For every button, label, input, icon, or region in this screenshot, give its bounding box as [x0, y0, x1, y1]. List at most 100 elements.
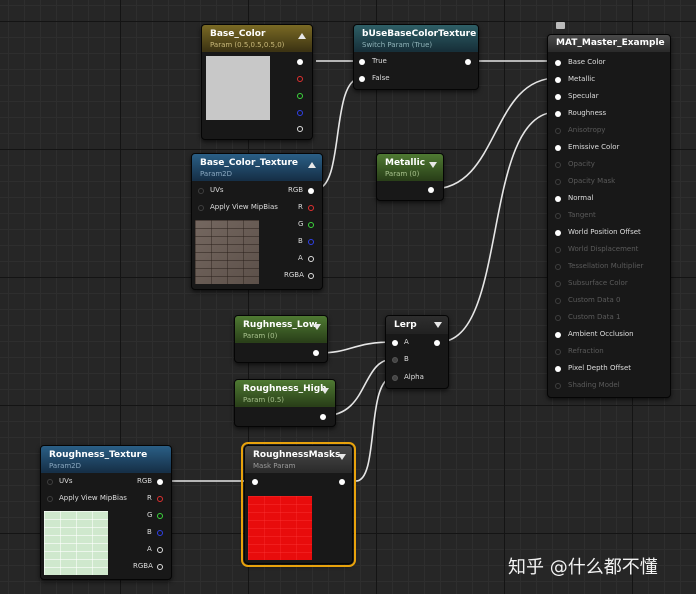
output-pin-rgb[interactable]: [308, 188, 314, 194]
material-input-pin[interactable]: [555, 230, 561, 236]
material-input-label: Normal: [568, 194, 594, 202]
input-pin-alpha[interactable]: [392, 375, 398, 381]
material-input-label: Base Color: [568, 58, 606, 66]
input-pin-mipbias[interactable]: [198, 205, 204, 211]
material-input-label: Tangent: [568, 211, 596, 219]
input-pin[interactable]: [252, 479, 258, 485]
output-pin-g[interactable]: [157, 513, 163, 519]
output-pin[interactable]: [320, 414, 326, 420]
material-input-label: Metallic: [568, 75, 596, 83]
node-header[interactable]: Roughness_Texture Param2D: [41, 446, 171, 473]
node-header[interactable]: Base_Color Param (0.5,0.5,0.5,0): [202, 25, 312, 52]
material-input-pin[interactable]: [555, 366, 561, 372]
node-header[interactable]: Base_Color_Texture Param2D: [192, 154, 322, 181]
material-input-label: Opacity Mask: [568, 177, 616, 185]
output-pin-b[interactable]: [157, 530, 163, 536]
node-header[interactable]: Rughness_Low Param (0): [235, 316, 327, 343]
node-roughness-low[interactable]: Rughness_Low Param (0): [234, 315, 328, 363]
material-input-pin[interactable]: [555, 349, 561, 355]
output-pin-g[interactable]: [308, 222, 314, 228]
output-pin-g[interactable]: [297, 93, 303, 99]
input-pin-uvs[interactable]: [198, 188, 204, 194]
output-pin-b[interactable]: [297, 110, 303, 116]
material-input-pin[interactable]: [555, 383, 561, 389]
output-pin[interactable]: [313, 350, 319, 356]
output-pin-rgb[interactable]: [297, 59, 303, 65]
pin-label-mipbias: Apply View MipBias: [59, 494, 127, 502]
expand-arrow-icon[interactable]: [313, 324, 321, 330]
expand-arrow-icon[interactable]: [338, 454, 346, 460]
material-input-label: World Displacement: [568, 245, 639, 253]
pin-label-alpha: Alpha: [404, 373, 424, 381]
material-input-pin[interactable]: [555, 332, 561, 338]
node-header[interactable]: Lerp: [386, 316, 448, 334]
node-base-color-texture[interactable]: Base_Color_Texture Param2D UVs Apply Vie…: [191, 153, 323, 290]
output-pin-r[interactable]: [157, 496, 163, 502]
output-pin[interactable]: [434, 340, 440, 346]
node-header[interactable]: Metallic Param (0): [377, 154, 443, 181]
material-input-label: Pixel Depth Offset: [568, 364, 631, 372]
output-pin-b[interactable]: [308, 239, 314, 245]
pin-label-rgba: RGBA: [284, 271, 304, 279]
material-input-label: Roughness: [568, 109, 607, 117]
material-input-pin[interactable]: [555, 247, 561, 253]
expand-arrow-icon[interactable]: [434, 322, 442, 328]
material-input-pin[interactable]: [555, 94, 561, 100]
collapse-arrow-icon[interactable]: [298, 33, 306, 39]
input-pin-false[interactable]: [359, 76, 365, 82]
pin-label-g: G: [298, 220, 304, 228]
material-input-pin[interactable]: [555, 128, 561, 134]
output-pin-r[interactable]: [308, 205, 314, 211]
node-title: RoughnessMasks: [253, 450, 341, 460]
material-input-pin[interactable]: [555, 281, 561, 287]
input-pin-uvs[interactable]: [47, 479, 53, 485]
node-switch-param[interactable]: bUseBaseColorTexture Switch Param (True)…: [353, 24, 479, 90]
node-header[interactable]: Roughness_High Param (0.5): [235, 380, 335, 407]
output-pin-a[interactable]: [157, 547, 163, 553]
input-pin-mipbias[interactable]: [47, 496, 53, 502]
output-pin-r[interactable]: [297, 76, 303, 82]
output-pin-a[interactable]: [308, 256, 314, 262]
material-input-pin[interactable]: [555, 145, 561, 151]
output-pin-rgb[interactable]: [157, 479, 163, 485]
material-input-pin[interactable]: [555, 60, 561, 66]
mask-preview-red: [248, 496, 312, 560]
input-pin-true[interactable]: [359, 59, 365, 65]
material-input-pin[interactable]: [555, 179, 561, 185]
material-input-pin[interactable]: [555, 111, 561, 117]
material-input-pin[interactable]: [555, 315, 561, 321]
material-input-pin[interactable]: [555, 264, 561, 270]
material-input-label: Shading Model: [568, 381, 620, 389]
pin-label-b: B: [298, 237, 303, 245]
material-input-pin[interactable]: [555, 77, 561, 83]
output-pin-a[interactable]: [297, 126, 303, 132]
output-pin[interactable]: [339, 479, 345, 485]
collapse-arrow-icon[interactable]: [308, 162, 316, 168]
node-lerp[interactable]: Lerp A B Alpha: [385, 315, 449, 389]
output-pin-rgba[interactable]: [308, 273, 314, 279]
expand-arrow-icon[interactable]: [321, 388, 329, 394]
input-pin-b[interactable]: [392, 357, 398, 363]
input-pin-a[interactable]: [392, 340, 398, 346]
node-roughness-masks[interactable]: RoughnessMasks Mask Param: [241, 442, 356, 567]
material-input-pin[interactable]: [555, 196, 561, 202]
material-input-pin[interactable]: [555, 162, 561, 168]
wire-lerp-to-roughness: [438, 111, 558, 343]
node-subtitle: Param (0): [243, 332, 278, 340]
node-header[interactable]: bUseBaseColorTexture Switch Param (True): [354, 25, 478, 52]
node-header[interactable]: MAT_Master_Example: [548, 35, 670, 52]
pin-label-uvs: UVs: [59, 477, 73, 485]
expand-arrow-icon[interactable]: [429, 162, 437, 168]
output-pin-rgba[interactable]: [157, 564, 163, 570]
node-roughness-texture[interactable]: Roughness_Texture Param2D UVs Apply View…: [40, 445, 172, 580]
output-pin[interactable]: [465, 59, 471, 65]
output-pin[interactable]: [428, 187, 434, 193]
node-base-color[interactable]: Base_Color Param (0.5,0.5,0.5,0): [201, 24, 313, 140]
node-header[interactable]: RoughnessMasks Mask Param: [245, 446, 352, 473]
material-input-pin[interactable]: [555, 213, 561, 219]
node-metallic[interactable]: Metallic Param (0): [376, 153, 444, 201]
node-title: Metallic: [385, 158, 426, 168]
material-input-pin[interactable]: [555, 298, 561, 304]
node-roughness-high[interactable]: Roughness_High Param (0.5): [234, 379, 336, 427]
